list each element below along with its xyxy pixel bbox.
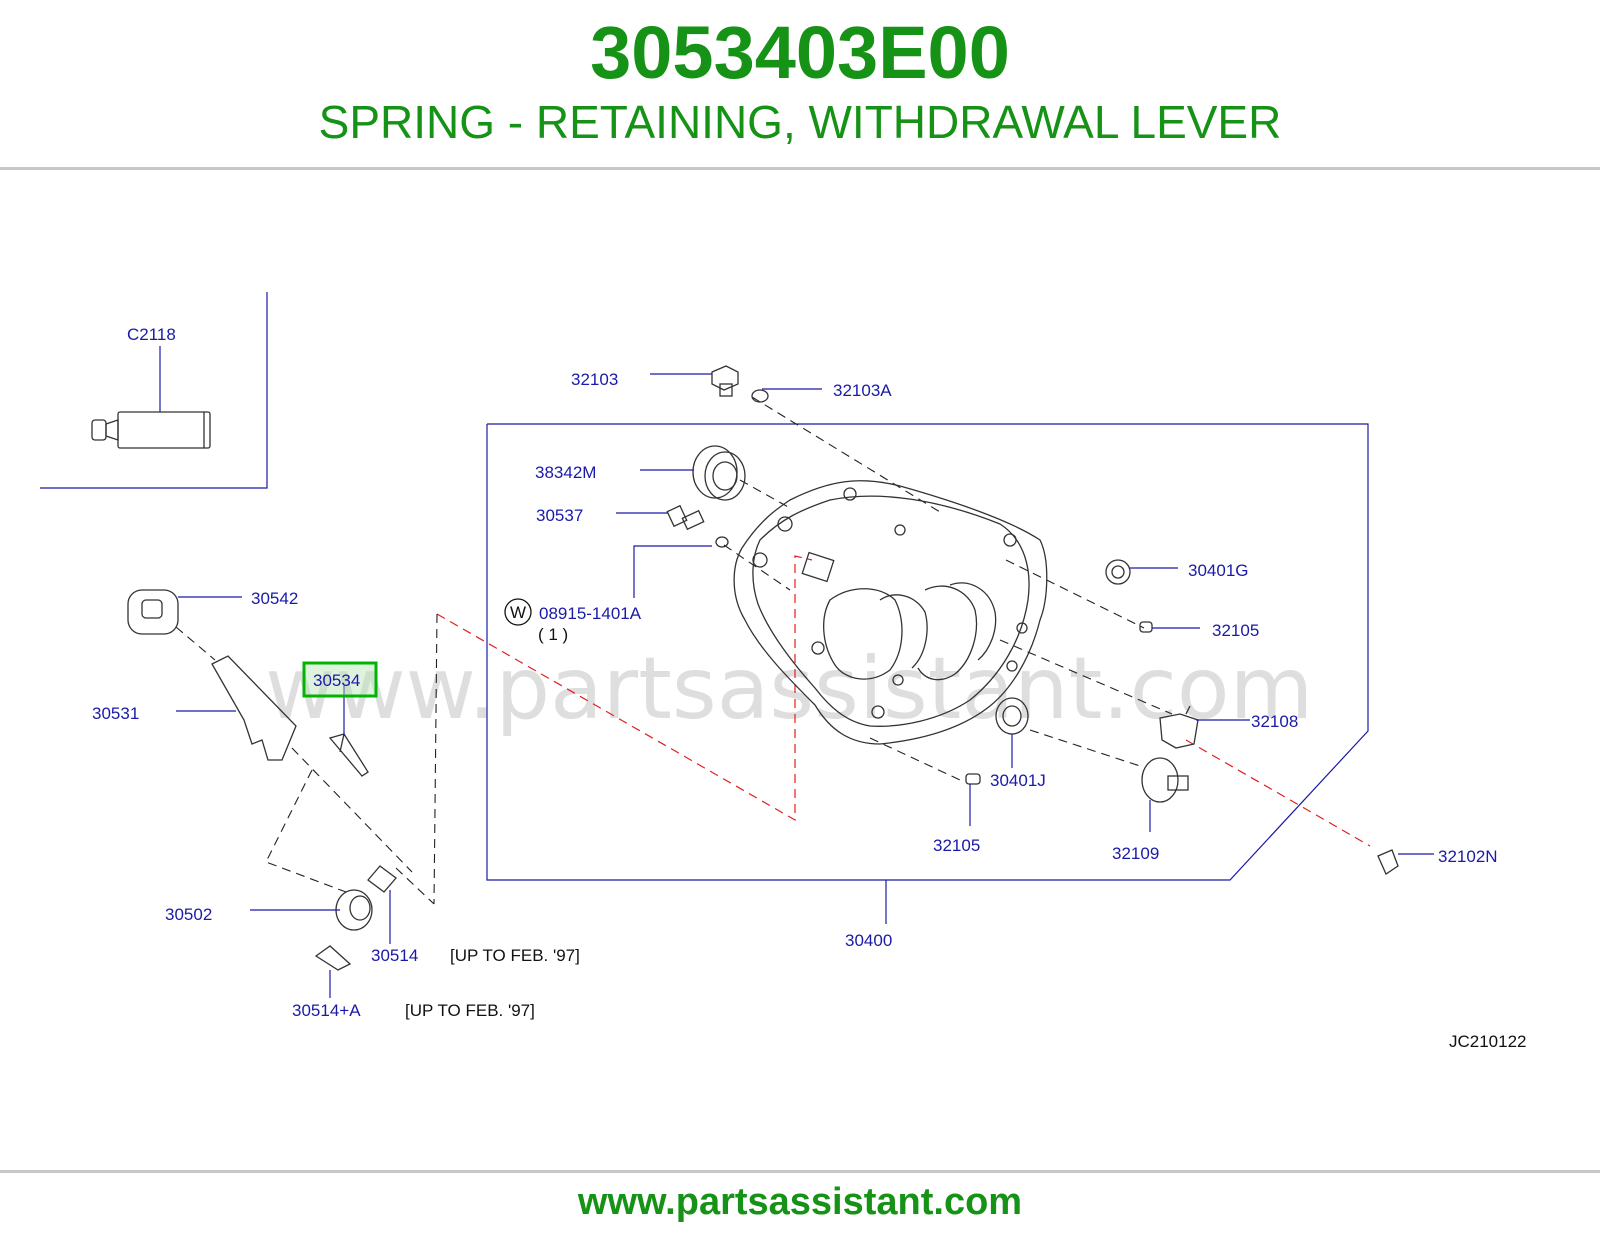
part-32105-pin-upper [1139,621,1153,633]
part-32109-shaft [1141,757,1189,803]
part-30537-fitting [666,504,729,548]
part-32103-bolt [711,365,739,397]
selected-part-highlight [302,661,378,698]
w-symbol-text: W [510,603,526,622]
part-30401g-plug [1105,559,1131,585]
header-divider [0,167,1600,170]
part-32108-bracket [1159,705,1199,749]
part-32103a-washer [751,389,769,403]
label-30401g[interactable]: 30401G [1188,561,1249,580]
part-30502-bearing [335,889,373,931]
label-32105-upper[interactable]: 32105 [1212,621,1259,640]
footer-url-link[interactable]: www.partsassistant.com [577,1181,1023,1223]
part-30534-retaining-spring [328,733,369,777]
label-32108[interactable]: 32108 [1251,712,1298,731]
label-30514[interactable]: 30514 [371,946,418,965]
transmission-housing-drawing [733,480,1048,745]
part-title-heading: SPRING - RETAINING, WITHDRAWAL LEVER [318,96,1282,148]
note-30514a-applicability: [UP TO FEB. '97] [405,1001,535,1020]
label-30401j[interactable]: 30401J [990,771,1046,790]
label-30531[interactable]: 30531 [92,704,139,723]
label-30534[interactable]: 30534 [313,671,360,690]
footer-divider [0,1170,1600,1173]
label-quantity: ( 1 ) [538,625,568,644]
leader-lines [176,373,1434,998]
red-relation-line-right [1185,739,1371,847]
drawing-code: JC210122 [1449,1032,1527,1051]
red-relation-line-left [436,555,813,822]
label-c2118[interactable]: C2118 [127,325,176,344]
part-30531-withdrawal-lever [211,655,297,761]
label-32109[interactable]: 32109 [1112,844,1159,863]
label-30537[interactable]: 30537 [536,506,583,525]
watermark-text: www.partsassistant.com [265,639,1313,739]
part-30542-boot [127,589,179,635]
label-30400[interactable]: 30400 [845,931,892,950]
note-30514-applicability: [UP TO FEB. '97] [450,946,580,965]
label-08915-1401a[interactable]: 08915-1401A [539,604,642,623]
label-32102n[interactable]: 32102N [1438,847,1498,866]
part-30514a-clip [314,945,352,971]
label-32103[interactable]: 32103 [571,370,618,389]
assembly-dashed-lines [175,396,1173,905]
part-30514-clip [367,865,397,893]
part-number-heading: 3053403E00 [590,11,1010,94]
label-32105-lower[interactable]: 32105 [933,836,980,855]
label-30542[interactable]: 30542 [251,589,298,608]
label-32103a[interactable]: 32103A [833,381,892,400]
part-32102n-clip [1377,849,1399,875]
housing-frame-outline [486,423,1369,881]
label-30514a[interactable]: 30514+A [292,1001,361,1020]
c2118-inset [40,292,268,489]
label-30502[interactable]: 30502 [165,905,212,924]
part-38342m-seal [692,445,746,501]
w-symbol-circle [504,598,532,626]
label-38342m[interactable]: 38342M [535,463,596,482]
part-32105-pin-lower [965,773,981,785]
